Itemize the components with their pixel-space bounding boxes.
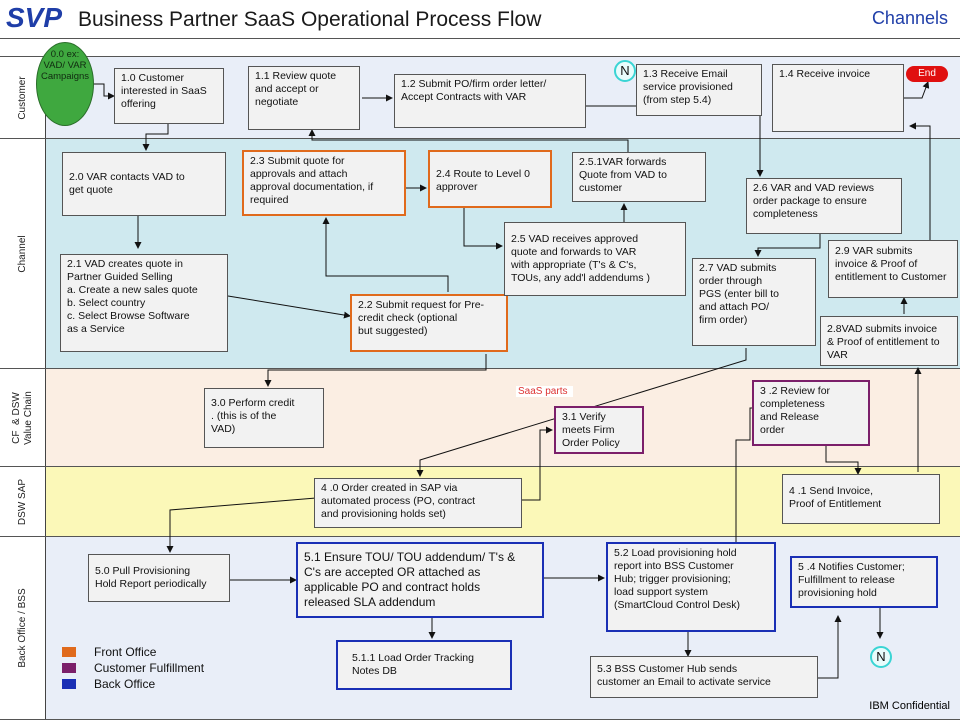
lane-label-dsw-sap: DSW SAP <box>0 467 46 536</box>
step-2-4: 2.4 Route to Level 0 approver <box>428 150 552 208</box>
step-2-5: 2.5 VAD receives approved quote and forw… <box>504 222 686 296</box>
step-1-1: 1.1 Review quote and accept or negotiate <box>248 66 360 130</box>
title-bar: SVP Business Partner SaaS Operational Pr… <box>0 0 960 38</box>
step-1-3: 1.3 Receive Email service provisioned (f… <box>636 64 762 116</box>
step-5-1: 5.1 Ensure TOU/ TOU addendum/ T's & C's … <box>296 542 544 618</box>
step-2-1: 2.1 VAD creates quote in Partner Guided … <box>60 254 228 352</box>
legend-swatch-customer-fulfillment <box>62 663 76 673</box>
step-2-2: 2.2 Submit request for Pre- credit check… <box>350 294 508 352</box>
svp-logo: SVP <box>6 2 63 33</box>
step-2-7: 2.7 VAD submits order through PGS (enter… <box>692 258 816 346</box>
step-4-1: 4 .1 Send Invoice, Proof of Entitlement <box>782 474 940 524</box>
end-node: End <box>906 66 948 82</box>
step-5-1-1: 5.1.1 Load Order Tracking Notes DB <box>336 640 512 690</box>
legend-label-customer-fulfillment: Customer Fulfillment <box>94 661 205 675</box>
footer-confidential: IBM Confidential <box>869 700 950 712</box>
step-5-2: 5.2 Load provisioning hold report into B… <box>606 542 776 632</box>
step-5-3: 5.3 BSS Customer Hub sends customer an E… <box>590 656 818 698</box>
step-3-0: 3.0 Perform credit . (this is of the VAD… <box>204 388 324 448</box>
step-1-2: 1.2 Submit PO/firm order letter/ Accept … <box>394 74 586 128</box>
lane-label-back-office: Back Office / BSS <box>0 537 46 719</box>
saas-parts-note: SaaS parts <box>516 386 574 397</box>
step-2-8: 2.8VAD submits invoice & Proof of entitl… <box>820 316 958 366</box>
connector-top: N <box>614 60 636 82</box>
step-2-5-1: 2.5.1VAR forwards Quote from VAD to cust… <box>572 152 706 202</box>
section-label: Channels <box>871 8 948 28</box>
step-2-6: 2.6 VAR and VAD reviews order package to… <box>746 178 902 234</box>
step-2-0: 2.0 VAR contacts VAD to get quote <box>62 152 226 216</box>
step-1-4: 1.4 Receive invoice <box>772 64 904 132</box>
legend-label-front-office: Front Office <box>94 645 157 659</box>
step-5-4: 5 .4 Notifies Customer; Fulfillment to r… <box>790 556 938 608</box>
legend-label-back-office: Back Office <box>94 677 156 691</box>
lane-top-strip <box>0 38 960 56</box>
start-node: 0.0 ex: VAD/ VAR Campaigns <box>36 42 94 126</box>
step-3-2: 3 .2 Review for completeness and Release… <box>752 380 870 446</box>
connector-bottom: N <box>870 646 892 668</box>
step-2-3: 2.3 Submit quote for approvals and attac… <box>242 150 406 216</box>
legend-swatch-front-office <box>62 647 76 657</box>
lane-label-cf-dsw: CF & DSW Value Chain <box>0 369 46 466</box>
step-4-0: 4 .0 Order created in SAP via automated … <box>314 478 522 528</box>
lane-label-channel: Channel <box>0 139 46 368</box>
page-title: Business Partner SaaS Operational Proces… <box>78 8 542 31</box>
step-3-1: 3.1 Verify meets Firm Order Policy <box>554 406 644 454</box>
step-1-0: 1.0 Customer interested in SaaS offering <box>114 68 224 124</box>
step-5-0: 5.0 Pull Provisioning Hold Report period… <box>88 554 230 602</box>
legend-swatch-back-office <box>62 679 76 689</box>
step-2-9: 2.9 VAR submits invoice & Proof of entit… <box>828 240 958 298</box>
